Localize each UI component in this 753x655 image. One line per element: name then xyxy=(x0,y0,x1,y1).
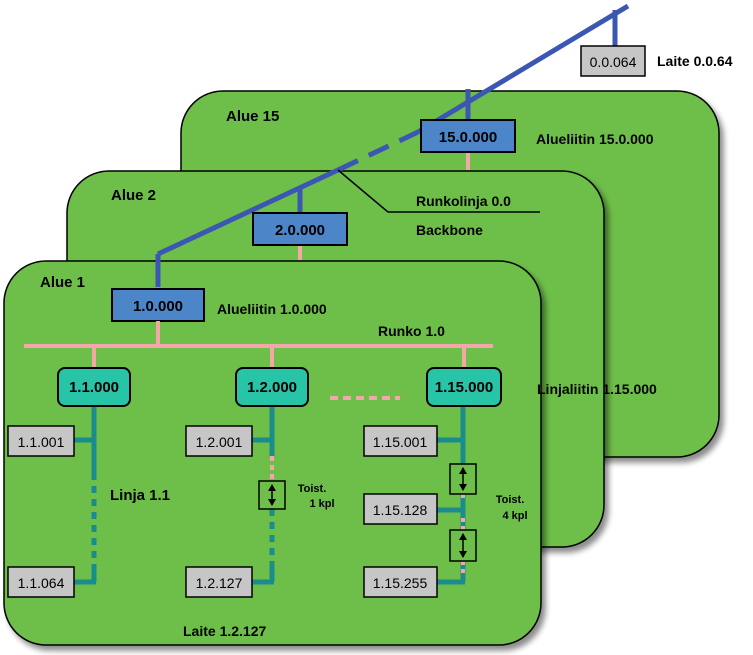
device-address-0-0-064: 0.0.064 xyxy=(590,54,637,70)
backbone-device-label: Laite 0.0.64 xyxy=(657,53,733,69)
repeater-note-1-line2: 1 kpl xyxy=(309,498,334,510)
line-coupler-box-1-15 xyxy=(426,367,502,407)
backbone-sublabel: Backbone xyxy=(416,222,483,238)
device-box-1-2-127 xyxy=(185,566,253,598)
area-coupler-label-15: Alueliitin 15.0.000 xyxy=(536,131,654,147)
repeater-note-2-line1: Toist. xyxy=(496,494,525,506)
repeater-icon xyxy=(449,529,477,562)
device-label-bottom: Laite 1.2.127 xyxy=(183,623,266,639)
device-address-1-15-255: 1.15.255 xyxy=(373,575,428,591)
repeater-note-1-line1: Toist. xyxy=(298,483,327,495)
backbone-label: Runkolinja 0.0 xyxy=(416,193,511,209)
line-1-1-label: Linja 1.1 xyxy=(110,487,170,504)
area-coupler-address-1: 1.0.000 xyxy=(133,298,183,315)
device-address-1-15-001: 1.15.001 xyxy=(373,434,428,450)
line-coupler-label-1-15: Linjaliitin 1.15.000 xyxy=(537,381,657,397)
area-coupler-box-1 xyxy=(111,288,205,322)
area-coupler-label-1: Alueliitin 1.0.000 xyxy=(217,301,327,317)
area-coupler-address-15: 15.0.000 xyxy=(439,129,497,146)
device-box-1-15-128 xyxy=(363,493,438,525)
device-address-1-15-128: 1.15.128 xyxy=(373,502,428,518)
backbone-line xyxy=(155,3,630,287)
repeater-note-2-line2: 4 kpl xyxy=(502,510,527,522)
device-address-1-2-001: 1.2.001 xyxy=(196,434,243,450)
line-1-1 xyxy=(74,406,97,585)
device-box-1-15-001 xyxy=(363,425,438,457)
line-coupler-address-1-1: 1.1.000 xyxy=(69,379,119,396)
device-box-1-1-064 xyxy=(7,566,75,598)
device-address-1-2-127: 1.2.127 xyxy=(196,575,243,591)
area-1-label: Alue 1 xyxy=(40,274,85,291)
device-address-1-1-064: 1.1.064 xyxy=(18,575,65,591)
area-coupler-address-2: 2.0.000 xyxy=(275,222,325,239)
device-address-1-1-001: 1.1.001 xyxy=(18,434,65,450)
repeater-icon xyxy=(449,463,477,495)
line-1-2 xyxy=(252,406,275,585)
area-coupler-box-15 xyxy=(420,119,516,153)
line-coupler-box-1-2 xyxy=(235,367,309,407)
device-box-1-2-001 xyxy=(185,425,253,457)
main-line-label: Runko 1.0 xyxy=(378,323,445,339)
backbone-callout-line xyxy=(337,169,540,213)
main-line xyxy=(24,321,493,400)
line-coupler-address-1-2: 1.2.000 xyxy=(247,379,297,396)
device-box-1-15-255 xyxy=(363,566,438,598)
area-15-label: Alue 15 xyxy=(226,108,279,125)
line-coupler-box-1-1 xyxy=(57,367,131,407)
device-box-0-0-064 xyxy=(580,45,646,77)
line-coupler-address-1-15: 1.15.000 xyxy=(435,379,493,396)
repeater-icon xyxy=(258,480,286,510)
device-box-1-1-001 xyxy=(7,425,75,457)
area-coupler-box-2 xyxy=(252,212,348,246)
area-2-label: Alue 2 xyxy=(111,187,156,204)
